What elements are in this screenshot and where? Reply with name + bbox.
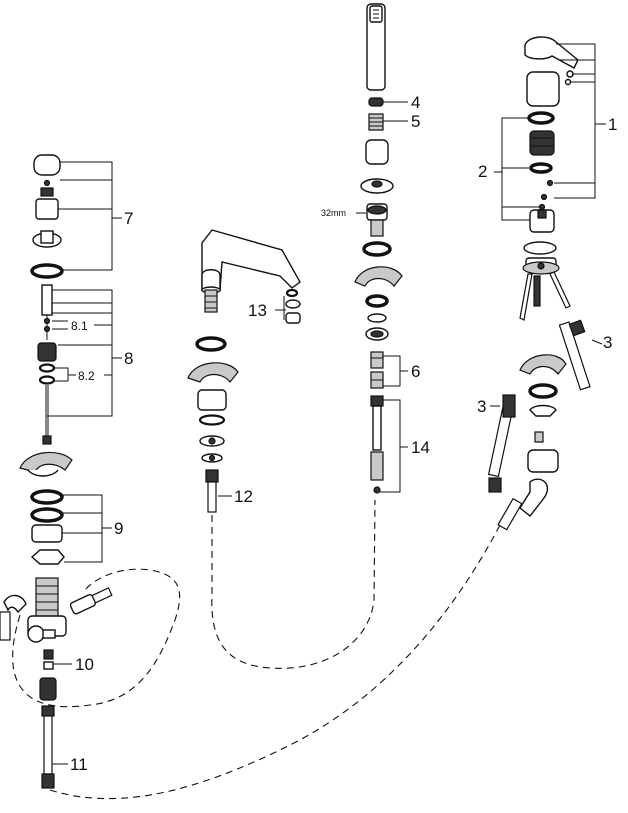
left-part-10b xyxy=(43,661,54,670)
left-washer-9b xyxy=(30,507,64,523)
spout-body xyxy=(201,229,301,291)
left-oring-7 xyxy=(30,263,64,279)
spout-oring xyxy=(195,336,227,352)
mixer-leaders xyxy=(490,43,606,407)
callout-8: 8 xyxy=(124,349,133,368)
shower-holder xyxy=(365,139,389,165)
left-nut-10 xyxy=(39,677,57,701)
mixer-sleeve xyxy=(527,449,559,473)
left-dot xyxy=(43,179,51,187)
left-elbow xyxy=(3,594,27,614)
callout-2: 2 xyxy=(478,162,487,181)
callout-4: 4 xyxy=(411,93,420,112)
mixer-cartridge xyxy=(529,130,555,156)
left-flange-hub xyxy=(40,230,54,244)
callout-5: 5 xyxy=(411,112,420,131)
left-valve-assembly xyxy=(0,154,113,789)
spout-thread xyxy=(204,289,218,313)
spout-sleeve xyxy=(197,389,227,411)
left-washer-9a xyxy=(30,489,64,505)
left-tee-port xyxy=(27,625,45,643)
spout-nut-12 xyxy=(205,469,219,483)
spout-hose-12 xyxy=(207,481,217,513)
left-spindle xyxy=(41,284,53,316)
callout-8-2: 8.2 xyxy=(78,369,95,383)
spout-deck-symbol xyxy=(187,362,239,383)
mixer-lever xyxy=(524,36,579,69)
shower-deck-symbol xyxy=(354,266,403,287)
left-hose-11 xyxy=(43,715,53,775)
callout-8-1: 8.1 xyxy=(71,319,88,333)
shower-part-6a xyxy=(370,351,384,369)
left-adapter xyxy=(35,198,59,220)
shower-leaders xyxy=(356,101,408,493)
spout-leaders xyxy=(218,296,286,497)
callout-3-left: 3 xyxy=(477,397,486,416)
mixer-elbow xyxy=(519,478,549,517)
left-elbow-hose xyxy=(0,611,11,641)
left-cartridge xyxy=(37,342,57,362)
callout-13: 13 xyxy=(248,301,267,320)
mixer-deck-symbol xyxy=(519,354,567,375)
shower-part-14a xyxy=(370,395,384,407)
callout-7: 7 xyxy=(124,209,133,228)
callout-12: 12 xyxy=(234,487,253,506)
shower-oring xyxy=(362,241,392,257)
hose-routing-dashed xyxy=(12,499,501,800)
callout-labels: 1 2 3 3 4 5 6 7 8 8.1 8.2 9 10 11 12 13 … xyxy=(70,93,617,774)
hand-shower-handle xyxy=(366,3,386,91)
left-hexnut-9 xyxy=(30,549,65,565)
left-part-10a xyxy=(43,649,54,660)
left-cap xyxy=(33,154,61,176)
left-leaders xyxy=(47,161,122,765)
shower-part-14b xyxy=(370,451,384,481)
callout-3-right: 3 xyxy=(603,333,612,352)
callout-6: 6 xyxy=(411,362,420,381)
spout-assembly xyxy=(187,229,301,513)
dimension-32mm: 32mm xyxy=(321,208,346,218)
shower-part-4 xyxy=(368,97,384,107)
left-deck-symbol xyxy=(19,451,73,473)
callout-9: 9 xyxy=(114,519,123,538)
hand-shower-assembly xyxy=(354,3,403,494)
mixer-assembly xyxy=(487,36,591,531)
left-threaded-body xyxy=(35,577,59,619)
callout-14: 14 xyxy=(411,438,430,457)
callout-11: 11 xyxy=(70,755,88,774)
left-nut-small xyxy=(40,187,54,197)
left-sleeve-9 xyxy=(31,524,63,543)
mixer-hose-3-right xyxy=(558,321,591,391)
callout-10: 10 xyxy=(75,655,94,674)
callout-1: 1 xyxy=(608,115,617,134)
mixer-cover xyxy=(526,71,560,107)
